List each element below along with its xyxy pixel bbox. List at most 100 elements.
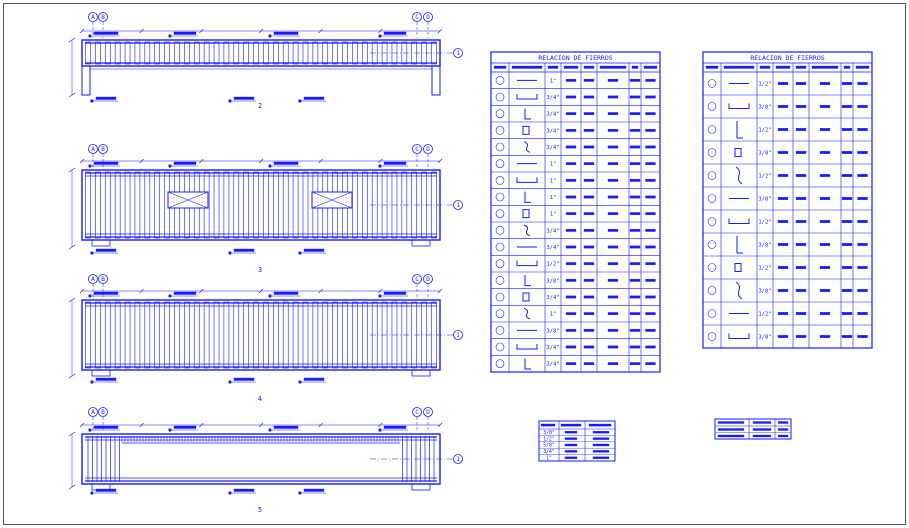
stirrup <box>312 41 319 65</box>
dimension-tick <box>437 158 443 164</box>
item-number-circle <box>707 263 717 272</box>
dimension-tick <box>199 28 204 34</box>
diameter-cell: 3/8" <box>758 197 771 203</box>
item-number-circle <box>707 171 717 180</box>
stirrup <box>114 171 121 239</box>
note-top-right-text-placeholder <box>383 161 407 165</box>
value-placeholder <box>645 362 656 366</box>
value-placeholder <box>841 151 853 154</box>
stirrup <box>95 171 101 239</box>
item-number-circle <box>495 176 505 185</box>
note-bottom-mid2-dot <box>298 491 302 495</box>
value-placeholder <box>819 243 831 246</box>
value-placeholder <box>777 82 789 85</box>
bar-l <box>524 275 531 287</box>
stirrup <box>273 301 279 369</box>
note-top-left-text-placeholder <box>93 425 119 429</box>
note-bottom-left-dot <box>90 251 94 255</box>
bar-shape <box>524 108 531 120</box>
stirrup <box>302 301 309 369</box>
value-placeholder <box>583 345 595 349</box>
note-bottom-left-dot <box>90 491 94 495</box>
diameter-cell: 1" <box>550 212 557 218</box>
cell-placeholder <box>717 421 745 424</box>
value-placeholder <box>629 262 641 266</box>
value-placeholder <box>777 312 789 315</box>
right-support <box>411 239 431 247</box>
steel-schedule-left: RELACION DE FIERROS1"3/4"3/4"3/4"3/4"1"1… <box>490 51 661 373</box>
value-placeholder <box>629 278 641 282</box>
note-bottom-mid-dot <box>228 491 232 495</box>
axis-a-circle <box>88 12 98 22</box>
stirrup <box>302 41 309 65</box>
note-top-right-dot <box>378 428 382 432</box>
dimension-tick <box>378 28 383 34</box>
item-number-circle <box>707 309 717 318</box>
value-placeholder <box>645 245 656 249</box>
elevation-label: 4 <box>258 395 262 403</box>
axis-d-circle <box>423 144 433 154</box>
stirrup <box>263 171 269 239</box>
value-placeholder <box>777 151 789 154</box>
value-placeholder <box>819 289 831 292</box>
stirrup <box>203 301 210 369</box>
dimension-tick <box>318 158 323 164</box>
note-top-right-dot <box>378 294 382 298</box>
stirrup <box>124 41 131 65</box>
value-placeholder <box>607 112 619 116</box>
bar-bent <box>735 281 743 300</box>
right-support <box>411 369 431 377</box>
value-placeholder <box>629 128 641 132</box>
note-top-mid-text-placeholder <box>173 161 197 165</box>
note-top-mid-dot <box>168 34 172 38</box>
value-placeholder <box>629 228 641 232</box>
diameter-cell: 3/8" <box>758 335 771 341</box>
note-top-right-text-placeholder <box>383 31 407 35</box>
diameter-cell: 1" <box>550 78 557 84</box>
value-placeholder <box>841 128 853 131</box>
value-placeholder <box>629 78 641 82</box>
item-number-circle <box>495 142 505 152</box>
value-placeholder <box>565 245 577 249</box>
axis-a-circle <box>88 407 98 417</box>
value-placeholder <box>819 312 831 315</box>
axis-d-circle <box>423 12 433 22</box>
value-placeholder <box>583 128 595 132</box>
value-placeholder <box>583 145 595 149</box>
diameter-cell: 1/2" <box>758 174 771 180</box>
item-number-circle <box>707 125 717 134</box>
value-placeholder <box>841 220 853 223</box>
stirrup <box>243 41 249 65</box>
value-placeholder <box>857 243 868 246</box>
value-placeholder <box>565 128 577 132</box>
diameter-cell: 3/4" <box>546 128 559 134</box>
note-bottom-mid-dot <box>228 380 232 384</box>
value-placeholder <box>795 82 807 85</box>
diameter-cell: 1" <box>550 195 557 201</box>
steel-schedule-right: RELACION DE FIERROS1/2"3/8"1/2"3/8"1/2"3… <box>702 51 873 349</box>
diameter-cell: 1/2" <box>758 220 771 226</box>
value-placeholder <box>607 278 619 282</box>
stirrup <box>361 41 368 65</box>
diameter-cell: 3/4" <box>546 295 559 301</box>
cell-placeholder <box>717 428 745 431</box>
opening-cross <box>311 191 353 209</box>
item-number-circle <box>495 292 505 302</box>
stirrup <box>352 301 358 369</box>
item-number-circle <box>707 332 717 341</box>
dimension-tick <box>437 422 443 428</box>
stirrup <box>213 171 220 239</box>
summary-diameter: 5/8" <box>543 443 555 449</box>
bar-stirrup <box>734 263 742 272</box>
stirrup <box>361 171 368 239</box>
axis-b-circle <box>98 274 108 284</box>
value-placeholder <box>583 362 595 366</box>
value-placeholder <box>564 456 578 459</box>
axis-b-label: B <box>101 276 105 283</box>
bar-shape <box>728 218 750 224</box>
header-text-placeholder <box>705 65 719 69</box>
item-number-circle <box>495 92 505 102</box>
stirrup <box>243 301 249 369</box>
value-placeholder <box>795 105 807 108</box>
